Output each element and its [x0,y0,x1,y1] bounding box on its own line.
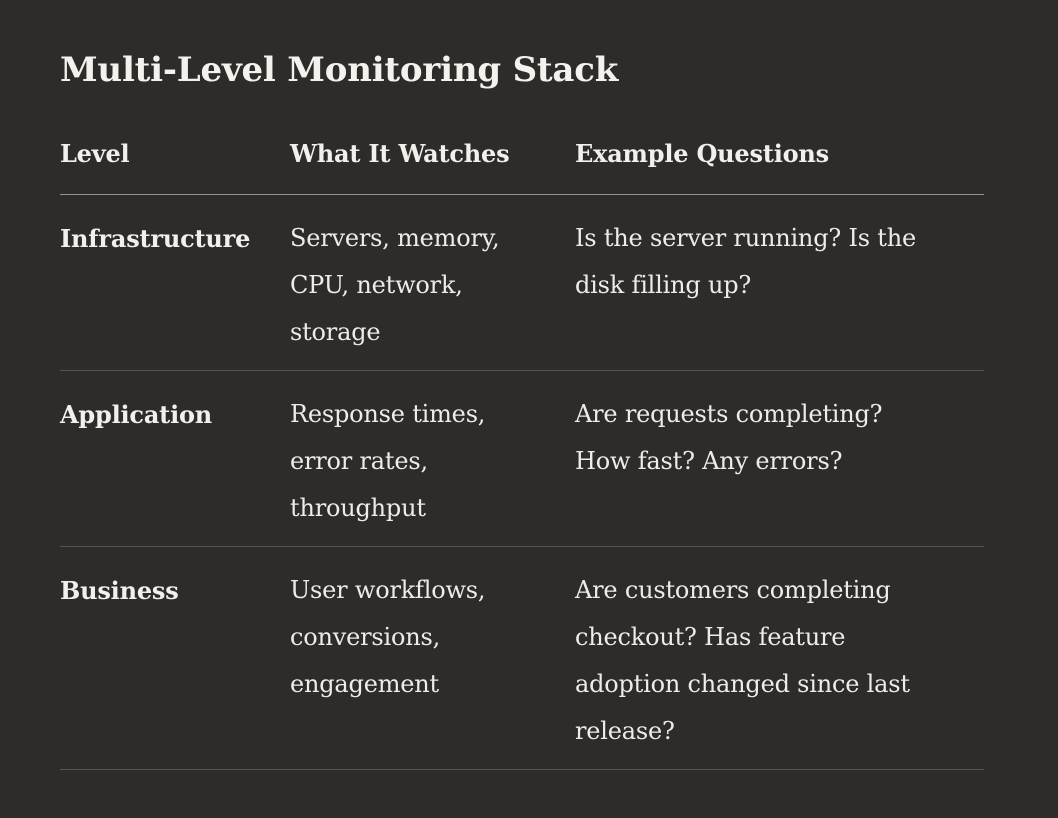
table-row-business: Business User workflows, conversions, en… [60,546,984,770]
table-row-infrastructure: Infrastructure Servers, memory, CPU, net… [60,194,984,371]
table-body: Infrastructure Servers, memory, CPU, net… [60,194,984,770]
table-row-application: Application Response times, error rates,… [60,370,984,547]
table-header: Level What It Watches Example Questions [60,140,984,195]
page-title: Multi-Level Monitoring Stack [60,50,619,90]
column-header-example-questions: Example Questions [575,140,984,195]
monitoring-stack-table: Level What It Watches Example Questions … [60,140,984,770]
cell-level: Infrastructure [60,194,290,371]
header-row: Level What It Watches Example Questions [60,140,984,195]
cell-what-it-watches: Response times, error rates, throughput [290,370,575,547]
cell-what-it-watches: User workflows, conversions, engagement [290,546,575,770]
cell-example-questions: Are customers completing checkout? Has f… [575,546,984,770]
cell-level: Business [60,546,290,770]
cell-example-questions: Is the server running? Is the disk filli… [575,194,984,371]
cell-what-it-watches: Servers, memory, CPU, network, storage [290,194,575,371]
column-header-what-it-watches: What It Watches [290,140,575,195]
cell-example-questions: Are requests completing? How fast? Any e… [575,370,984,547]
column-header-level: Level [60,140,290,195]
cell-level: Application [60,370,290,547]
